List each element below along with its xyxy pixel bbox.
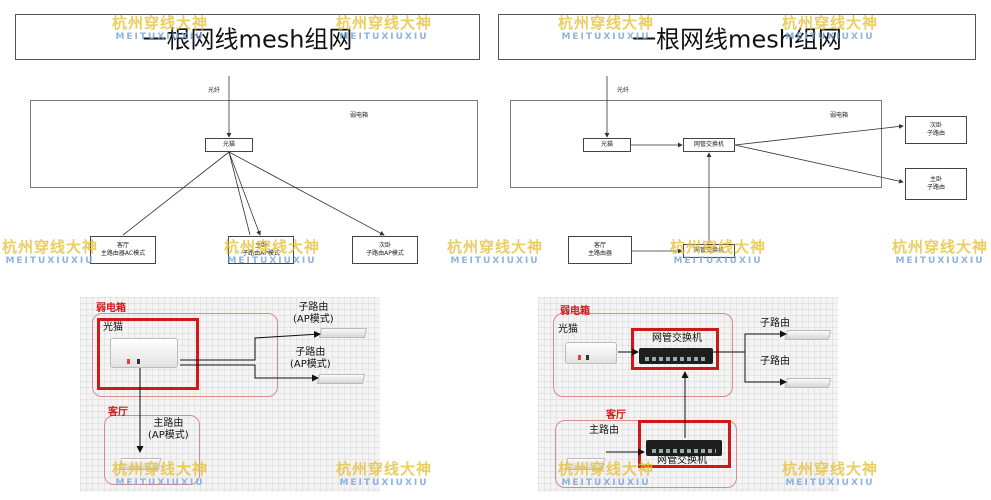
watermark-5: 杭州穿线大神 MEITUXIUXIU — [2, 238, 99, 266]
right-photo-switch-label: 网管交换机 — [652, 333, 702, 344]
left-line-second — [228, 151, 385, 236]
left-photo-living-label: 客厅 — [108, 407, 128, 418]
left-photo-line-sub1 — [180, 330, 321, 361]
watermark-3: 杭州穿线大神 MEITUXIUXIU — [558, 14, 655, 42]
watermark-4: 杭州穿线大神 MEITUXIUXIU — [782, 14, 879, 42]
right-photo-switch2-label: 网管交换机 — [657, 455, 707, 466]
right-node-switch2: 网管交换机 — [683, 244, 735, 258]
watermark-10: 杭州穿线大神 MEITUXIUXIU — [336, 460, 433, 488]
left-weak-box-frame — [30, 100, 478, 188]
left-weak-box-label: 弱电箱 — [350, 112, 369, 119]
left-photo-box-zone — [92, 313, 278, 397]
right-photo-living-label: 客厅 — [606, 410, 626, 421]
right-photo-box-label: 弱电箱 — [560, 306, 590, 317]
right-photo-sub1-label: 子路由 — [760, 318, 790, 329]
watermark-2: 杭州穿线大神 MEITUXIUXIU — [336, 14, 433, 42]
left-node-master: 主卧 子路由AP模式 — [228, 236, 294, 264]
watermark-1: 杭州穿线大神 MEITUXIUXIU — [112, 14, 209, 42]
right-photo-box-zone — [553, 313, 733, 397]
right-title: 一根网线mesh组网 — [632, 25, 842, 54]
right-photo-switch-image — [639, 348, 713, 364]
right-weak-box-label: 弱电箱 — [830, 112, 849, 119]
watermark-8: 杭州穿线大神 MEITUXIUXIU — [670, 238, 767, 266]
left-title: 一根网线mesh组网 — [142, 25, 353, 54]
right-weak-box-frame — [510, 100, 882, 188]
right-node-living: 客厅 主路由器 — [568, 236, 632, 264]
right-fiber-label: 光纤 — [617, 87, 630, 94]
left-node-modem: 光猫 — [205, 138, 253, 152]
left-line-master-2 — [228, 151, 251, 236]
left-line-master — [228, 151, 261, 236]
watermark-11: 杭州穿线大神 MEITUXIUXIU — [558, 460, 655, 488]
watermark-12: 杭州穿线大神 MEITUXIUXIU — [782, 460, 879, 488]
right-node-master: 主卧 子路由 — [905, 168, 967, 200]
right-node-second: 次卧 子路由 — [905, 116, 967, 144]
left-fiber-label: 光纤 — [208, 87, 221, 94]
left-node-living: 客厅 主路由器AC模式 — [90, 236, 156, 264]
left-photo-main-router-label: 主路由 (AP模式) — [148, 418, 189, 441]
watermark-6: 杭州穿线大神 MEITUXIUXIU — [224, 238, 321, 266]
left-line-living — [122, 151, 230, 236]
left-photo-modem-highlight — [97, 318, 199, 390]
left-photo-modem-label: 光猫 — [103, 322, 123, 333]
right-photo-line-sub2 — [744, 352, 787, 386]
left-photo-line-sub2 — [180, 364, 319, 382]
left-photo-sub2-label: 子路由 (AP模式) — [290, 347, 331, 370]
right-photo-line-sub1 — [713, 330, 787, 353]
right-title-box: 一根网线mesh组网 — [498, 14, 976, 60]
left-photo-modem-image — [110, 338, 178, 368]
watermark-13: 杭州穿线大神 MEITUXIUXIU — [112, 460, 209, 488]
right-photo-main-router-label: 主路由 — [589, 425, 619, 436]
right-photo-sub2-label: 子路由 — [760, 356, 790, 367]
left-photo-living-zone — [104, 415, 200, 485]
right-node-switch: 网管交换机 — [683, 138, 735, 152]
watermark-9: 杭州穿线大神 MEITUXIUXIU — [892, 238, 989, 266]
left-title-box: 一根网线mesh组网 — [15, 14, 480, 60]
left-node-second: 次卧 子路由AP模式 — [352, 236, 418, 264]
right-photo-modem-image — [565, 342, 617, 364]
left-photo-box-label: 弱电箱 — [96, 303, 126, 314]
left-photo-sub1-label: 子路由 (AP模式) — [293, 302, 334, 325]
right-line-master — [734, 144, 904, 184]
right-photo-switch2-image — [646, 440, 722, 456]
right-photo-modem-label: 光猫 — [558, 324, 578, 335]
watermark-7: 杭州穿线大神 MEITUXIUXIU — [447, 238, 544, 266]
right-node-modem: 光猫 — [583, 138, 631, 152]
right-line-second — [734, 124, 904, 146]
